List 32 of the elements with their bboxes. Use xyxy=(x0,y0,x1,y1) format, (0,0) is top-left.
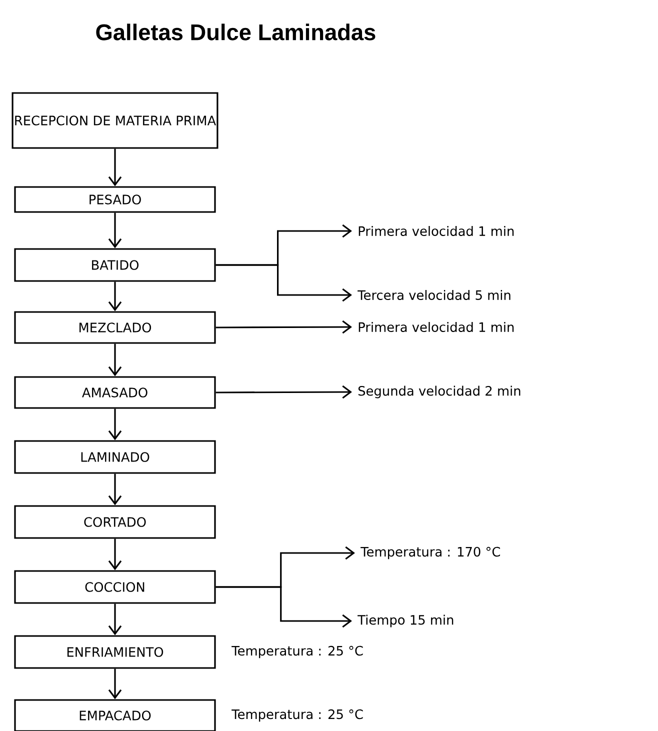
arrow xyxy=(216,586,352,628)
parameter-text: Primera velocidad 1 min xyxy=(358,322,514,332)
process-box: LAMINADO xyxy=(14,440,216,474)
arrow xyxy=(108,212,122,248)
process-box: MEZCLADO xyxy=(14,311,216,344)
process-box: RECEPCION DE MATERIA PRIMA xyxy=(12,92,218,149)
process-box: COCCION xyxy=(14,570,216,604)
process-box: CORTADO xyxy=(14,505,216,539)
process-box: PESADO xyxy=(14,186,216,213)
process-box: AMASADO xyxy=(14,376,216,409)
arrow xyxy=(108,538,122,570)
arrow xyxy=(108,148,122,186)
parameter-text: Segunda velocidad 2 min xyxy=(358,386,520,398)
arrow xyxy=(216,264,352,302)
arrow xyxy=(216,385,352,399)
note-text: Temperatura : 25 °C xyxy=(232,709,363,722)
arrow xyxy=(108,282,122,312)
arrow xyxy=(108,668,122,700)
parameter-text: Temperatura : 170 °C xyxy=(360,546,500,560)
parameter-text: Tercera velocidad 5 min xyxy=(358,290,510,300)
title: Galletas Dulce Laminadas xyxy=(96,24,376,40)
parameter-text: Primera velocidad 1 min xyxy=(358,226,514,236)
arrow xyxy=(108,604,122,636)
arrow xyxy=(108,344,122,376)
parameter-text: Tiempo 15 min xyxy=(358,614,454,628)
process-box: ENFRIAMIENTO xyxy=(14,635,216,669)
arrow xyxy=(216,320,352,334)
process-box: BATIDO xyxy=(14,248,216,282)
arrow xyxy=(108,408,122,440)
process-box: EMPACADO xyxy=(14,699,216,731)
note-text: Temperatura : 25 °C xyxy=(232,646,363,658)
arrow xyxy=(108,474,122,506)
